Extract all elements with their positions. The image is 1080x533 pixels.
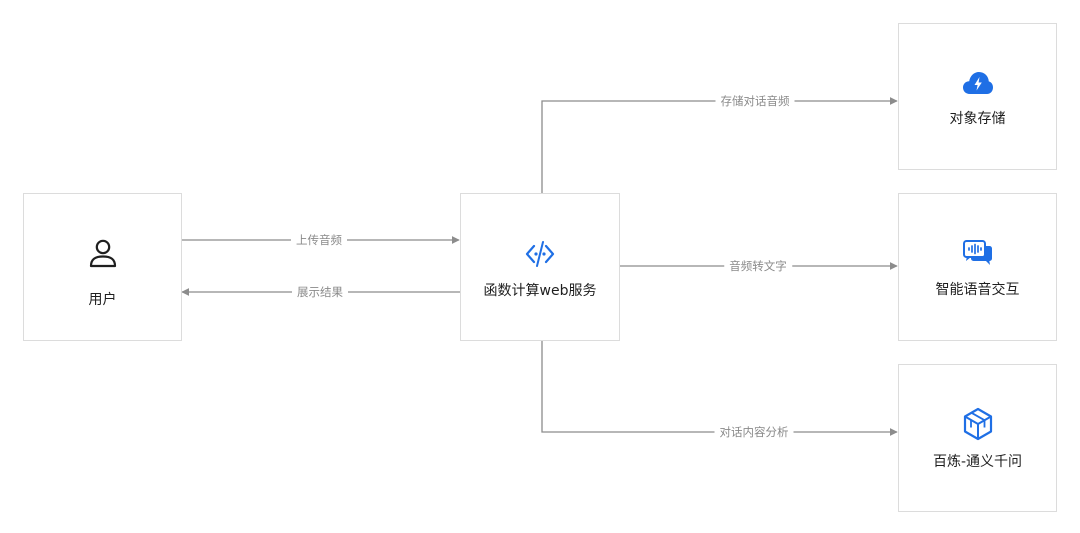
edge-label-analyze-content: 对话内容分析 (714, 424, 794, 440)
cloud-upload-icon (899, 69, 1056, 97)
web-service-node: 函数计算web服务 (460, 193, 620, 341)
edge-label-show-results: 展示结果 (292, 284, 348, 300)
user-label: 用户 (88, 292, 117, 308)
edge-label-store-audio: 存储对话音频 (715, 93, 795, 109)
bailian-node: 百炼-通义千问 (898, 364, 1057, 512)
object-storage-label: 对象存储 (949, 111, 1006, 127)
edge-label-speech-to-text: 音频转文字 (724, 258, 792, 274)
voice-chat-icon (899, 237, 1056, 269)
web-service-label: 函数计算web服务 (483, 283, 597, 299)
voice-interaction-label: 智能语音交互 (935, 282, 1020, 298)
user-node: 用户 (23, 193, 182, 341)
edge-store-audio-line (541, 97, 898, 193)
function-compute-icon (461, 240, 619, 268)
user-icon (24, 237, 181, 269)
edge-analyze-content-line (541, 341, 898, 436)
bailian-cube-icon (899, 407, 1056, 441)
edge-label-upload-audio: 上传音频 (291, 232, 347, 248)
bailian-label: 百炼-通义千问 (932, 454, 1023, 470)
voice-interaction-node: 智能语音交互 (898, 193, 1057, 341)
object-storage-node: 对象存储 (898, 23, 1057, 170)
